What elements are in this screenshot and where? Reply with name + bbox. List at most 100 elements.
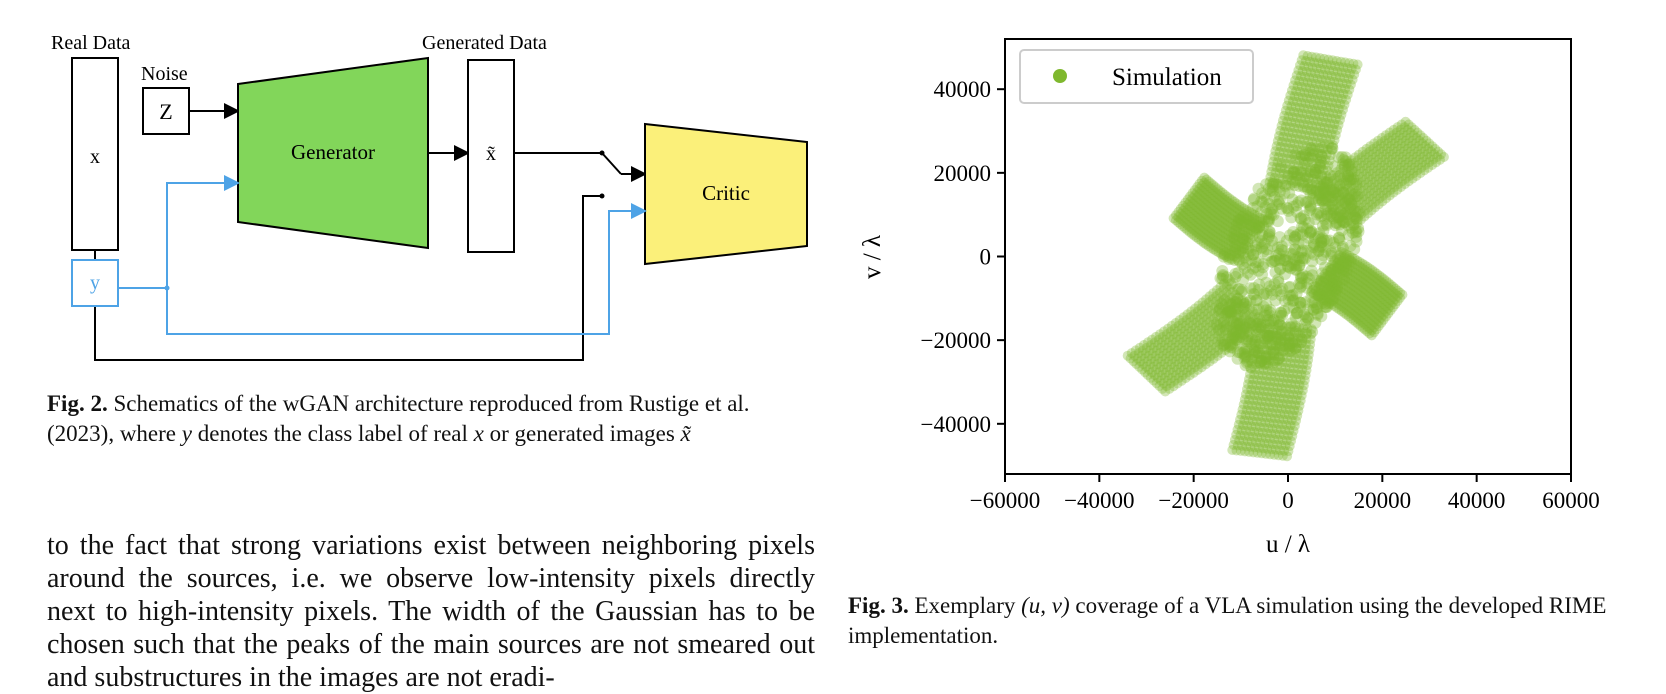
- scatter-point: [1282, 174, 1293, 185]
- scatter-point: [1286, 399, 1297, 410]
- scatter-point: [1297, 328, 1308, 339]
- scatter-point: [1334, 294, 1344, 305]
- scatter-point: [1196, 328, 1206, 339]
- scatter-point: [1281, 399, 1292, 410]
- scatter-point: [1369, 312, 1380, 323]
- scatter-point: [1201, 239, 1212, 250]
- scatter-point: [1209, 348, 1220, 359]
- scatter-point: [1212, 223, 1223, 234]
- scatter-point: [1358, 287, 1368, 298]
- scatter-point: [1392, 141, 1403, 151]
- scatter-point: [1253, 231, 1266, 243]
- scatter-point: [1324, 169, 1337, 182]
- scatter-point: [1293, 385, 1304, 395]
- scatter-point: [1272, 315, 1285, 328]
- scatter-point: [1191, 227, 1202, 238]
- scatter-point: [1220, 219, 1231, 230]
- x-tick-label: −40000: [1064, 488, 1134, 513]
- scatter-point: [1281, 378, 1292, 389]
- scatter-point: [1217, 316, 1230, 329]
- scatter-point: [1294, 270, 1307, 283]
- scatter-point: [1142, 356, 1153, 367]
- scatter-point: [1278, 414, 1289, 425]
- scatter-point: [1404, 170, 1415, 181]
- scatter-point: [1303, 173, 1314, 184]
- scatter-point: [1182, 204, 1193, 215]
- scatter-point: [1380, 173, 1391, 184]
- scatter-point: [1320, 277, 1331, 288]
- scatter-point: [1172, 378, 1183, 389]
- scatter-point: [1144, 364, 1155, 375]
- scatter-point: [1229, 220, 1240, 231]
- scatter-point: [1343, 301, 1354, 312]
- scatter-point: [1357, 268, 1368, 279]
- scatter-point: [1300, 71, 1310, 82]
- scatter-point: [1286, 336, 1299, 349]
- scatter-point: [1367, 265, 1378, 276]
- scatter-point: [1345, 264, 1356, 275]
- scatter-point: [1355, 300, 1366, 311]
- scatter-point: [1174, 367, 1185, 378]
- scatter-point: [1177, 356, 1188, 367]
- scatter-point: [1379, 179, 1390, 190]
- scatter-point: [1190, 356, 1201, 367]
- scatter-point: [1231, 445, 1242, 456]
- scatter-point: [1259, 332, 1272, 345]
- scatter-point: [1337, 210, 1348, 221]
- scatter-point: [1217, 227, 1228, 237]
- scatter-point: [1258, 189, 1271, 202]
- scatter-point: [1256, 448, 1267, 459]
- scatter-point: [1302, 303, 1314, 316]
- scatter-point: [1353, 155, 1363, 166]
- scatter-point: [1284, 389, 1295, 400]
- scatter-point: [1358, 191, 1369, 202]
- scatter-point: [1306, 285, 1319, 298]
- scatter-point: [1169, 362, 1180, 373]
- scatter-point: [1328, 92, 1339, 103]
- scatter-point: [1296, 129, 1307, 140]
- scatter-point: [1252, 317, 1262, 328]
- scatter-point: [1354, 169, 1365, 179]
- scatter-point: [1242, 420, 1253, 431]
- scatter-point: [1377, 132, 1387, 143]
- scatter-point: [1240, 235, 1251, 246]
- scatter-point: [1229, 267, 1242, 280]
- scatter-point: [1419, 146, 1430, 157]
- scatter-point: [1253, 427, 1264, 438]
- scatter-point: [1407, 135, 1418, 146]
- scatter-point: [1271, 408, 1282, 419]
- scatter-point: [1360, 269, 1371, 280]
- scatter-point: [1287, 394, 1298, 405]
- scatter-point: [1347, 257, 1358, 268]
- scatter-point: [1417, 138, 1428, 149]
- scatter-point: [1245, 229, 1256, 240]
- scatter-point: [1242, 223, 1253, 234]
- scatter-point: [1347, 169, 1358, 180]
- scatter-point: [1391, 171, 1401, 181]
- scatter-point: [1383, 303, 1394, 314]
- scatter-point: [1338, 62, 1349, 73]
- scatter-point: [1255, 195, 1268, 208]
- scatter-point: [1269, 377, 1280, 387]
- scatter-point: [1301, 311, 1314, 324]
- scatter-point: [1218, 231, 1228, 242]
- scatter-point: [1299, 151, 1310, 162]
- scatter-point: [1197, 297, 1208, 308]
- scatter-point: [1303, 349, 1314, 360]
- scatter-point: [1270, 284, 1283, 297]
- scatter-point: [1150, 351, 1161, 361]
- scatter-point: [1241, 306, 1252, 317]
- scatter-point: [1394, 168, 1405, 179]
- scatter-point: [1274, 346, 1285, 357]
- scatter-point: [1312, 116, 1323, 127]
- scatter-point: [1358, 292, 1368, 303]
- scatter-point: [1231, 429, 1242, 440]
- scatter-point: [1238, 345, 1251, 358]
- scatter-point: [1322, 270, 1333, 281]
- scatter-point: [1267, 178, 1279, 191]
- scatter-point: [1375, 182, 1386, 193]
- scatter-point: [1321, 176, 1334, 189]
- scatter-point: [1256, 354, 1266, 365]
- scatter-point: [1353, 274, 1363, 285]
- scatter-point: [1251, 237, 1264, 250]
